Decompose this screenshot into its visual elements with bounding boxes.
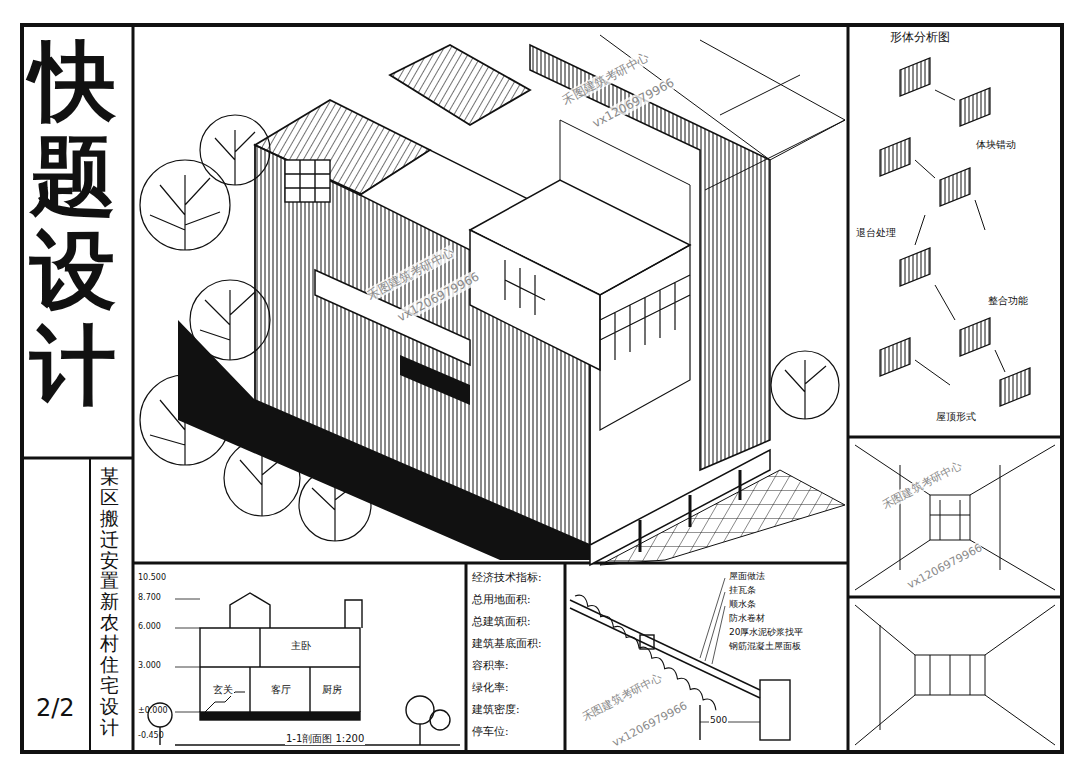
panel-text: 绿化率: [472,681,509,694]
panel-text: 防水卷材 [729,613,765,624]
panel-text: 体块错动 [976,139,1016,151]
panel-text: 屋面做法 [729,571,765,582]
panel-text: -0.450 [138,731,164,741]
panel-text: 客厅 [270,684,292,696]
panel-text: 10.500 [138,573,166,583]
panel-text: 顺水条 [729,599,756,610]
panel-text: 形体分析图 [890,30,950,44]
panel-text: 1-1剖面图 1:200 [285,733,365,745]
panel-text: 玄关 [212,684,234,696]
panel-text: 挂瓦条 [729,585,756,596]
panel-text: 经济技术指标: [472,571,542,584]
detail-panel: 屋面做法挂瓦条顺水条防水卷材 20厚水泥砂浆找平钢筋混凝土屋面板 500 [567,565,846,750]
panel-text: 钢筋混凝土屋面板 [729,641,801,652]
panel-text: 总建筑面积: [472,615,531,628]
panel-text: 建筑基底面积: [472,637,542,650]
sheet-number: 2/2 [36,694,75,723]
panel-text: 容积率: [472,659,509,672]
panel-text: 总用地面积: [472,593,531,606]
panel-text: 退台处理 [856,227,896,239]
panel-text: 某区搬迁安置新农村住宅设计 [100,466,119,738]
tech-index-panel: 经济技术指标: 总用地面积: 总建筑面积: 建筑基底面积: 容积率: 绿化率: 建筑密度: 停… [468,565,563,750]
panel-text: 建筑密度: [472,703,520,716]
panel-text: 屋顶形式 [936,411,976,423]
panel-text: 20厚水泥砂浆找平 [729,627,803,638]
panel-text: 厨房 [321,684,343,696]
sheet-title: 快题设计 [30,34,116,412]
panel-text: 8.700 [138,593,161,603]
form-analysis-panel: 形体分析图体块错动退台处理整合功能屋顶形式 [850,27,1060,435]
panel-text: 6.000 [138,622,161,632]
watermark: vx1206979966 [610,699,689,750]
panel-text: 整合功能 [988,295,1028,307]
panel-text: 停车位: [472,725,509,738]
panel-text: 500 [709,715,728,726]
panel-text: 主卧 [290,640,312,652]
panel-text: 3.000 [138,661,161,671]
panel-text: ±0.000 [138,706,168,716]
section-panel: 10.500 8.700 6.000 3.000 ±0.000 -0.450 主卧玄关 客厅 厨… [135,565,464,750]
watermark: 禾图建筑考研中心 [880,459,964,512]
subtitle-cell: 某区搬迁安置新农村住宅设计 [92,462,128,750]
